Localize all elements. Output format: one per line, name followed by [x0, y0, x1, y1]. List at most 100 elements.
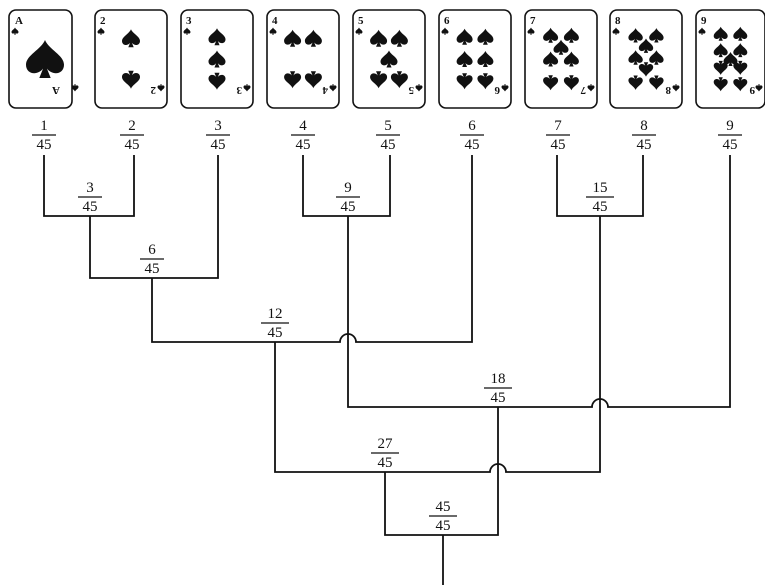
svg-text:45: 45	[378, 455, 393, 471]
corner-suit-icon	[355, 27, 363, 35]
spade-pip-icon	[713, 26, 728, 41]
connector-9-with-card-9	[347, 155, 731, 408]
merge-fraction-6: 6 45	[140, 242, 164, 277]
spade-pip-icon	[638, 38, 654, 53]
svg-text:6: 6	[468, 118, 476, 134]
spade-pip-icon	[477, 28, 494, 45]
svg-text:2: 2	[100, 15, 106, 27]
spade-pip-icon	[456, 28, 473, 45]
svg-text:45: 45	[465, 137, 480, 153]
spade-pip-icon	[543, 27, 559, 43]
svg-text:45: 45	[593, 199, 608, 215]
leaf-fraction-7: 7 45	[546, 118, 570, 153]
svg-text:A: A	[15, 15, 23, 27]
merge-fraction-12: 12 45	[261, 306, 289, 341]
corner-suit-icon	[11, 27, 19, 35]
svg-text:45: 45	[491, 390, 506, 406]
card-7-of-spades: 7 7	[524, 9, 598, 109]
spade-pip-icon	[208, 50, 226, 68]
spade-pip-icon	[723, 52, 738, 66]
corner-suit-icon	[243, 84, 251, 92]
card-row: A A 2 2 3 3 4 4 5 5 6 6 7	[8, 9, 765, 109]
svg-text:8: 8	[665, 84, 671, 96]
merge-fraction-3: 3 45	[78, 180, 102, 215]
corner-suit-icon	[415, 84, 423, 92]
spade-pip-icon	[304, 71, 322, 89]
svg-text:6: 6	[148, 242, 156, 258]
corner-suit-icon	[97, 27, 105, 35]
svg-text:45: 45	[37, 137, 52, 153]
spade-pip-icon	[122, 29, 140, 48]
card-4-of-spades: 4 4	[266, 9, 340, 109]
merge-fraction-15: 15 45	[586, 180, 614, 215]
merge-fraction-18: 18 45	[484, 371, 512, 406]
svg-text:12: 12	[268, 306, 283, 322]
corner-suit-icon	[269, 27, 277, 35]
spade-pip-icon	[733, 43, 748, 58]
spade-pip-icon	[543, 75, 559, 91]
spade-pip-icon	[713, 60, 728, 75]
spade-pip-icon	[284, 71, 302, 89]
svg-text:45: 45	[83, 199, 98, 215]
connector-3-with-card-3	[89, 155, 219, 279]
svg-text:45: 45	[125, 137, 140, 153]
spade-pip-icon	[370, 29, 388, 47]
corner-suit-icon	[183, 27, 191, 35]
card-2-of-spades: 2 2	[94, 9, 168, 109]
svg-text:45: 45	[145, 261, 160, 277]
svg-text:4: 4	[299, 118, 307, 134]
spade-pip-icon	[553, 39, 569, 55]
svg-text:5: 5	[358, 15, 364, 27]
svg-text:9: 9	[749, 84, 755, 96]
spade-pip-icon	[713, 43, 728, 58]
spade-pip-icon	[304, 29, 322, 47]
spade-pip-icon	[649, 28, 664, 43]
svg-text:18: 18	[491, 371, 506, 387]
merge-fraction-45: 45 45	[429, 499, 457, 534]
spade-pip-icon	[477, 73, 494, 90]
leaf-probabilities: 1 45 2 45 3 45 4 45 5 45 6 45	[32, 118, 742, 153]
svg-text:9: 9	[726, 118, 734, 134]
leaf-fraction-1: 1 45	[32, 118, 56, 153]
svg-text:3: 3	[214, 118, 222, 134]
svg-text:6: 6	[444, 15, 450, 27]
leaf-fraction-3: 3 45	[206, 118, 230, 153]
spade-pip-icon	[733, 77, 748, 92]
svg-text:1: 1	[40, 118, 48, 134]
svg-text:4: 4	[272, 15, 278, 27]
svg-text:45: 45	[268, 325, 283, 341]
corner-suit-icon	[612, 27, 620, 35]
card-8-of-spades: 8 8	[609, 9, 683, 109]
merge-fraction-9: 9 45	[336, 180, 360, 215]
svg-text:27: 27	[378, 436, 394, 452]
svg-text:8: 8	[640, 118, 648, 134]
spade-pip-icon	[649, 75, 664, 90]
card-6-of-spades: 6 6	[438, 9, 512, 109]
svg-text:7: 7	[530, 15, 536, 27]
spade-pip-icon	[563, 27, 579, 43]
svg-text:5: 5	[408, 84, 414, 96]
svg-text:45: 45	[637, 137, 652, 153]
tree-connectors	[43, 155, 731, 585]
spade-pip-icon	[563, 75, 579, 91]
svg-text:4: 4	[322, 84, 328, 96]
card-9-of-spades: 9 9	[695, 9, 765, 109]
spade-pip-icon	[380, 50, 398, 68]
svg-text:45: 45	[436, 499, 451, 515]
spade-pip-icon	[638, 62, 654, 77]
leaf-fraction-8: 8 45	[632, 118, 656, 153]
spade-pip-icon	[456, 73, 473, 90]
svg-text:15: 15	[593, 180, 608, 196]
spade-pip-icon	[649, 50, 664, 65]
spade-pip-icon	[477, 51, 494, 67]
leaf-fraction-9: 9 45	[718, 118, 742, 153]
svg-text:7: 7	[554, 118, 562, 134]
svg-text:45: 45	[341, 199, 356, 215]
svg-text:8: 8	[615, 15, 621, 27]
card-3-of-spades: 3 3	[180, 9, 254, 109]
svg-text:3: 3	[186, 15, 192, 27]
spade-pip-icon	[543, 51, 559, 67]
spade-pip-icon	[563, 51, 579, 67]
svg-text:9: 9	[701, 15, 707, 27]
svg-text:3: 3	[86, 180, 94, 196]
